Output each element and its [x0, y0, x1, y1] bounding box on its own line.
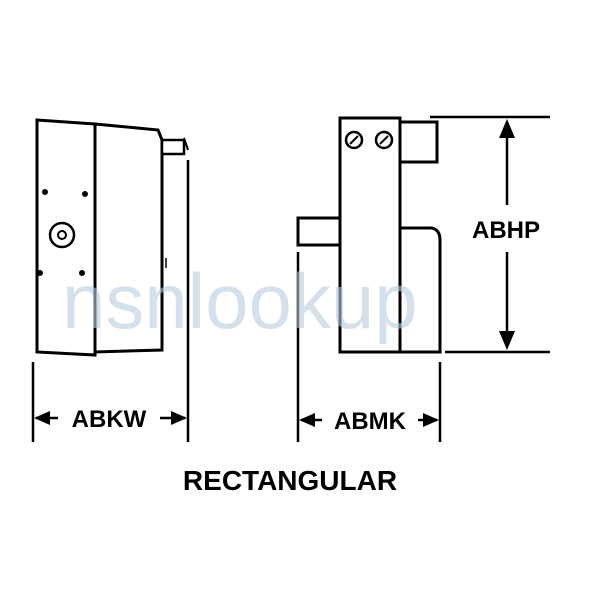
top-tab [398, 120, 439, 164]
height-label: ABHP [472, 217, 540, 244]
pin [160, 138, 186, 156]
dimension-abhp: ABHP [472, 119, 540, 350]
arrow-left-icon [299, 413, 315, 427]
depth-label: ABMK [334, 408, 407, 435]
width-label: ABKW [72, 406, 147, 433]
screw-hole [42, 189, 48, 195]
side-view [31, 118, 190, 442]
extension-lines-right [296, 115, 550, 442]
arrow-left-icon [34, 411, 50, 425]
arrow-right-icon [423, 413, 439, 427]
screw-hole [82, 191, 88, 197]
body [93, 122, 164, 354]
screw-hole [37, 270, 43, 276]
dimension-abmk: ABMK [299, 408, 439, 435]
arrow-up-icon [499, 119, 515, 138]
main-body [338, 116, 402, 354]
center-hole [48, 221, 76, 249]
screw-hole [79, 270, 85, 276]
lower-block [398, 226, 442, 354]
end-view [296, 116, 442, 354]
watermark: nsnlookup [62, 257, 418, 345]
arrow-right-icon [171, 411, 187, 425]
left-tab [296, 216, 342, 247]
diagram-title: RECTANGULAR [183, 465, 397, 496]
arrow-down-icon [499, 331, 515, 350]
dimension-abkw: ABKW [34, 406, 187, 433]
